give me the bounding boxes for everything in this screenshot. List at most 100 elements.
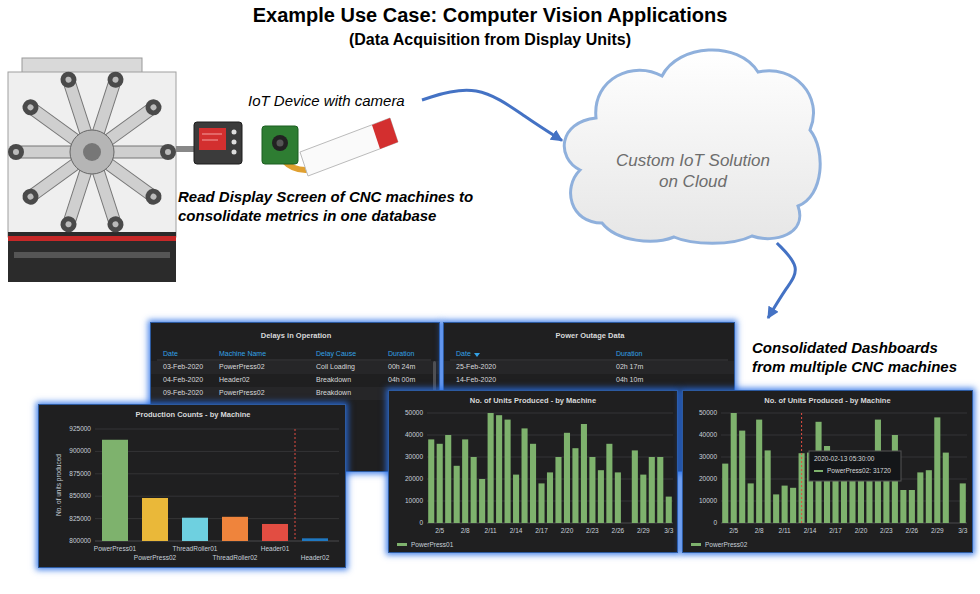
axis-tick: 40000 [405, 431, 423, 439]
legend-item: PowerPress01 [397, 541, 453, 549]
table-cell: 02h 17m [616, 363, 643, 371]
column-header: Duration [616, 350, 642, 358]
machine-base [8, 232, 176, 282]
bar [142, 498, 168, 541]
arm-hub [65, 221, 73, 229]
bar [598, 470, 604, 523]
arm-slide [92, 169, 119, 222]
header-rule [157, 360, 431, 361]
bar [943, 453, 949, 523]
bar [900, 490, 906, 523]
cloud-label: Custom IoT Solution on Cloud [610, 150, 776, 192]
table-cell: 04h 00m [388, 376, 415, 384]
grid-line [95, 473, 339, 474]
bar [649, 457, 655, 523]
grid-line [95, 496, 339, 497]
bar [773, 494, 779, 523]
axis-tick: 40000 [699, 431, 717, 439]
date-label: 2/17 [829, 527, 842, 535]
panel-button [232, 130, 237, 135]
axis-tick: 20000 [699, 475, 717, 483]
tool-arm [91, 169, 126, 235]
axis-tick: 0 [419, 519, 423, 527]
grid-line [721, 413, 967, 414]
date-label: 2/29 [931, 527, 944, 535]
arm-hub [149, 103, 157, 111]
dashboard-group: Consolidated Dashboards from multiple CN… [30, 318, 975, 574]
marker-line [295, 429, 296, 541]
arm-wheel [19, 96, 41, 118]
bar [182, 518, 208, 541]
bar [657, 457, 663, 523]
bar-chart-panel: No. of Units Produced - by Machine500004… [388, 390, 678, 553]
device-label: IoT Device with camera [248, 92, 405, 110]
bar [632, 450, 638, 523]
axis-tick: 10000 [699, 497, 717, 505]
chart-plot [389, 391, 677, 552]
bar [832, 479, 838, 523]
category-label: PowerPress01 [94, 545, 136, 553]
arm-hub [149, 192, 157, 200]
axis-tick: 850000 [69, 492, 91, 500]
arm-hub [13, 149, 19, 155]
center-spindle [83, 143, 101, 161]
screen-line [202, 134, 222, 135]
camera-lens [272, 135, 288, 151]
axis-tick: 50000 [405, 409, 423, 417]
tooltip-value: PowerPress02: 31720 [827, 467, 891, 475]
bar [866, 475, 872, 523]
bar [934, 417, 940, 523]
table-cell: Breakdown [316, 376, 351, 384]
bar [883, 475, 889, 523]
arm-wheel [160, 144, 176, 160]
date-label: 2/26 [612, 527, 625, 535]
bar [589, 457, 595, 523]
arm-wheel [8, 144, 24, 160]
axis-tick: 30000 [699, 453, 717, 461]
bar [739, 431, 745, 523]
arm-hub [26, 103, 34, 111]
panel-title: Power Outage Data [556, 331, 625, 340]
subtitle: (Data Acquisition from Display Units) [0, 30, 980, 49]
arm-wheel [105, 214, 125, 234]
tool-arms [8, 70, 176, 235]
bar [722, 464, 728, 523]
bar [428, 439, 434, 523]
tool-arm [103, 96, 164, 147]
date-label: 2/26 [906, 527, 919, 535]
bar [849, 475, 855, 523]
note-text: Read Display Screen of CNC machines to c… [178, 187, 490, 225]
date-label: 2/5 [729, 527, 738, 535]
machine-base-rail [14, 252, 170, 258]
flow-arrow [422, 90, 562, 140]
cloud-shape [562, 38, 824, 243]
sort-arrow [474, 353, 480, 357]
bar [522, 428, 528, 523]
bar [623, 523, 629, 524]
axis-tick: 20000 [405, 475, 423, 483]
arm-slide [64, 82, 91, 135]
table-cell: 00h 24m [388, 363, 415, 371]
arm-hub [26, 192, 34, 200]
legend-text: PowerPress02 [705, 541, 747, 549]
bar [615, 472, 621, 523]
arm-wheel [58, 214, 78, 234]
arm-hub [65, 76, 73, 84]
legend-swatch [397, 543, 407, 546]
bar [302, 538, 328, 541]
bar [564, 433, 570, 523]
control-panel [194, 122, 242, 164]
date-label: 2/11 [485, 527, 497, 535]
column-header: Machine Name [219, 350, 266, 358]
cloud-outline [564, 50, 820, 243]
center-hub [70, 130, 114, 174]
column-header: Date [456, 350, 471, 358]
table-cell: 25-Feb-2020 [456, 363, 496, 371]
bar [572, 448, 578, 523]
bar-group [722, 413, 966, 523]
page-title: Example Use Case: Computer Vision Applic… [0, 3, 980, 27]
axis-tick: 30000 [405, 453, 423, 461]
bar [488, 413, 494, 523]
bar [102, 440, 128, 541]
table-cell: Header02 [219, 376, 250, 384]
